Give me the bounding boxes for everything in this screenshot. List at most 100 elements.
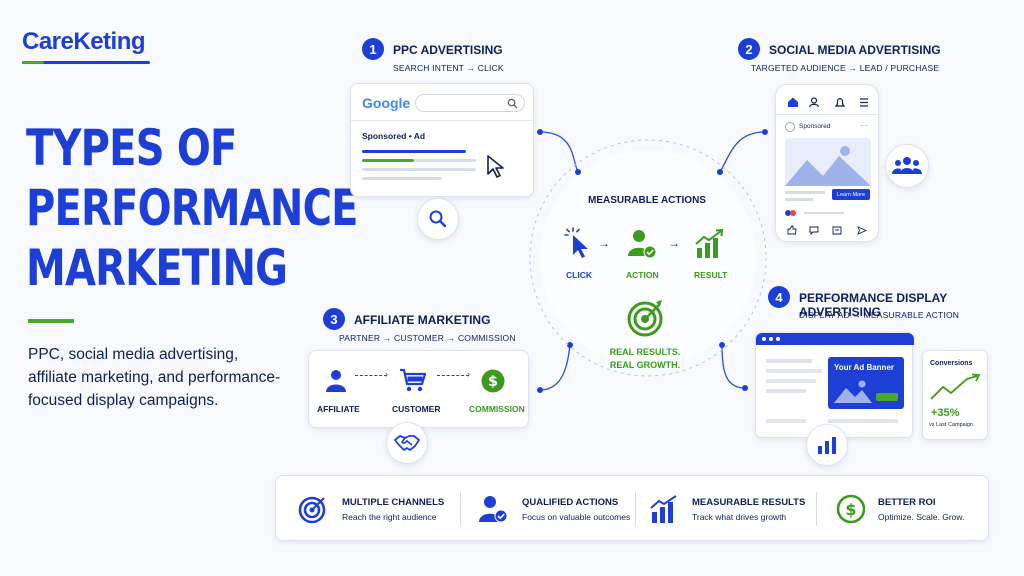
section-1-title: PPC ADVERTISING (393, 43, 503, 57)
section-1-subtitle: SEARCH INTENT → CLICK (393, 63, 504, 73)
magnifier-button[interactable] (417, 198, 459, 240)
feature-subtitle: Track what drives growth (692, 511, 787, 522)
cursor-icon (487, 155, 504, 178)
card-divider (351, 120, 535, 121)
ad-url-line (362, 159, 414, 162)
post-text-line (785, 191, 825, 194)
feature-subtitle: Focus on valuable outcomes (522, 511, 631, 522)
phone-divider (776, 114, 880, 115)
ad-banner-label: Your Ad Banner (834, 363, 895, 372)
flow-dash (355, 375, 387, 376)
section-2-subtitle: TARGETED AUDIENCE → LEAD / PURCHASE (751, 63, 940, 73)
conversions-trend-icon (930, 373, 981, 400)
target-icon (627, 300, 663, 337)
partnership-button[interactable] (386, 422, 428, 464)
feature-title: BETTER ROI (878, 496, 936, 508)
analytics-button[interactable] (806, 424, 848, 466)
arrow-icon: → (598, 236, 610, 250)
customer-label: CUSTOMER (392, 404, 441, 414)
page-text-line (766, 379, 816, 383)
post-action-bar (787, 225, 868, 235)
phone-nav-bar (788, 97, 868, 108)
target-icon (298, 496, 326, 524)
brand-underline-accent (22, 61, 44, 64)
ad-banner[interactable]: Your Ad Banner (828, 357, 904, 409)
feature-title: MULTIPLE CHANNELS (342, 496, 445, 508)
ad-text-line (414, 159, 476, 162)
social-sponsored-label: Sponsored (799, 123, 831, 130)
search-icon (507, 98, 518, 109)
banner-cta[interactable] (876, 393, 898, 401)
feature-measurable-results: MEASURABLE RESULTS Track what drives gro… (650, 476, 805, 542)
arrow-icon: › (385, 369, 388, 379)
feature-qualified-actions: QUALIFIED ACTIONS Focus on valuable outc… (478, 476, 630, 542)
bar-chart-icon (650, 495, 677, 523)
section-3-subtitle: PARTNER → CUSTOMER → COMMISSION (339, 333, 516, 343)
learn-more-button[interactable]: Learn More (832, 189, 870, 200)
ppc-search-card: Google Sponsored • Ad (350, 83, 535, 197)
affiliate-label: AFFILIATE (317, 404, 360, 414)
feature-multiple-channels: MULTIPLE CHANNELS Reach the right audien… (298, 476, 444, 542)
feature-separator (816, 492, 817, 526)
dollar-coin-icon: $ (481, 369, 505, 393)
brand-underline (22, 61, 150, 64)
affiliate-person-icon (326, 370, 346, 392)
result-label: RESULT (694, 270, 728, 280)
bar-chart-icon (818, 437, 836, 454)
brand-logo: CareKeting (22, 28, 146, 55)
reaction-count-line (804, 212, 844, 214)
feature-better-roi: $ BETTER ROI Optimize. Scale. Grow. (836, 476, 964, 542)
ad-text-line (362, 168, 476, 171)
page-text-line (766, 419, 806, 423)
page-text-line (828, 419, 898, 423)
title-separator (28, 319, 74, 323)
action-label: ACTION (626, 270, 659, 280)
features-bar: MULTIPLE CHANNELS Reach the right audien… (275, 475, 989, 541)
banner-image-icon (834, 380, 872, 403)
reaction-icons (785, 210, 801, 216)
magnifier-icon (429, 210, 447, 228)
audience-button[interactable] (885, 144, 929, 188)
feature-subtitle: Optimize. Scale. Grow. (878, 511, 965, 522)
ad-text-line (362, 177, 442, 180)
feature-separator (635, 492, 636, 526)
feature-subtitle: Reach the right audience (342, 511, 437, 522)
search-input[interactable] (415, 94, 525, 112)
section-4-title: PERFORMANCE DISPLAY ADVERTISING (799, 291, 948, 319)
ad-title-line (362, 150, 466, 153)
users-group-icon (892, 157, 922, 174)
dollar-icon: $ (836, 494, 866, 524)
arrow-icon: → (668, 236, 680, 250)
page-text-line (766, 389, 806, 393)
more-icon[interactable]: ··· (860, 121, 868, 130)
ad-image-placeholder (785, 138, 871, 186)
center-tagline: REAL RESULTS. REAL GROWTH. (609, 347, 681, 370)
section-2-title: SOCIAL MEDIA ADVERTISING (769, 43, 941, 57)
google-logo: Google (362, 95, 411, 111)
page-text-line (766, 369, 822, 373)
handshake-icon (394, 435, 420, 451)
feature-separator (460, 492, 461, 526)
user-check-icon (628, 230, 657, 259)
feature-title: QUALIFIED ACTIONS (522, 496, 619, 508)
section-3-number: 3 (323, 308, 345, 330)
section-4-number: 4 (768, 286, 790, 308)
browser-bar (756, 333, 914, 345)
click-icon (564, 227, 588, 258)
flow-dash (437, 375, 469, 376)
section-4-subtitle: DISPLAY AD → MEASURABLE ACTION (799, 310, 960, 320)
click-label: CLICK (566, 270, 592, 280)
sponsored-label: Sponsored • Ad (362, 131, 426, 141)
svg-text:$: $ (488, 374, 498, 390)
feature-title: MEASURABLE RESULTS (692, 496, 806, 508)
page-subtitle: PPC, social media advertising, affiliate… (28, 346, 281, 409)
commission-label: COMMISSION (469, 404, 525, 414)
growth-chart-icon (695, 228, 724, 258)
section-3-title: AFFILIATE MARKETING (354, 313, 491, 327)
user-check-icon (479, 496, 508, 523)
affiliate-flow-card: › › $ AFFILIATE CUSTOMER COMMISSION (308, 350, 529, 428)
cart-icon (400, 368, 427, 392)
arrow-icon: › (467, 369, 470, 379)
svg-text:$: $ (845, 500, 856, 519)
conversions-title: Conversions (930, 360, 973, 367)
